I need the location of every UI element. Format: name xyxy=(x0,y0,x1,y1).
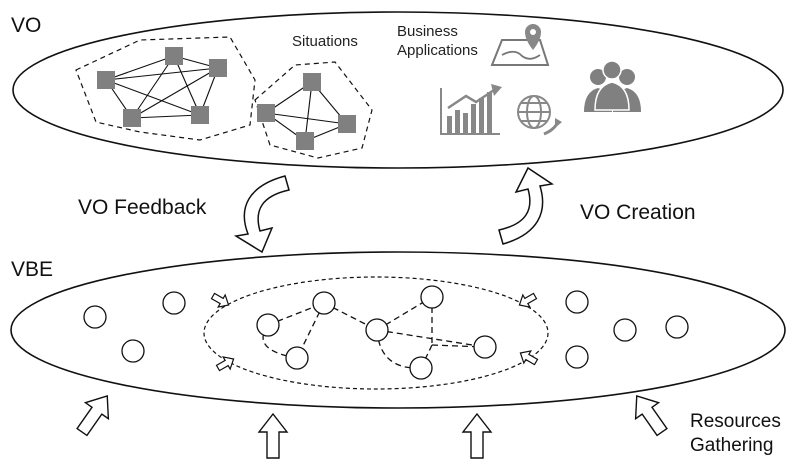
vbe-member-node xyxy=(121,339,145,363)
cluster-2-node xyxy=(338,115,356,133)
vo-member-node xyxy=(473,335,497,359)
inward-arrow xyxy=(210,292,230,308)
resource-arrow xyxy=(634,395,668,437)
resources-gathering-label: Resources Gathering xyxy=(690,410,781,458)
vbe-label: VBE xyxy=(11,258,54,281)
vo-member-node xyxy=(365,318,389,342)
situation-cluster-1 xyxy=(75,36,256,141)
globe-refresh-icon xyxy=(517,95,562,136)
cluster-2-node xyxy=(296,132,314,150)
vo-feedback-label: VO Feedback xyxy=(78,196,207,219)
cluster-1-node xyxy=(165,47,183,65)
cluster-1-node xyxy=(191,106,209,124)
user-group-icon xyxy=(584,60,641,112)
vo-feedback-arrow xyxy=(233,175,290,254)
cluster-1-node xyxy=(123,109,141,127)
map-pin-icon xyxy=(490,24,550,66)
inward-arrow xyxy=(519,350,539,366)
vbe-member-node xyxy=(565,345,589,369)
business-applications-line-1: Business xyxy=(397,23,458,40)
inward-arrow xyxy=(518,292,538,308)
resource-arrow xyxy=(257,412,289,459)
bar-chart-growth-icon xyxy=(440,84,502,135)
cluster-2-node xyxy=(257,104,275,122)
vbe-member-node xyxy=(565,290,589,314)
forming-vo-ellipse xyxy=(203,276,549,390)
vo-creation-label: VO Creation xyxy=(580,201,696,224)
cluster-1-node xyxy=(209,59,227,77)
vo-member-node xyxy=(285,346,309,370)
vbe-ellipse xyxy=(10,251,786,409)
vbe-member-node xyxy=(613,318,637,342)
vbe-member-node xyxy=(83,305,107,329)
situation-cluster-2 xyxy=(254,61,373,159)
vo-label: VO xyxy=(11,14,42,37)
cluster-1-node xyxy=(97,71,115,89)
resources-gathering-line-2: Gathering xyxy=(690,435,774,456)
vo-member-node xyxy=(312,291,336,315)
vo-member-node xyxy=(409,356,433,380)
business-applications-label: Business Applications xyxy=(397,22,478,60)
cluster-2-boundary xyxy=(254,61,373,159)
resources-gathering-line-1: Resources xyxy=(690,411,781,432)
inward-arrow xyxy=(215,356,235,372)
vo-ellipse xyxy=(12,11,784,169)
vbe-member-node xyxy=(665,315,689,339)
vo-member-node xyxy=(420,285,444,309)
resource-arrow xyxy=(461,412,493,459)
vo-member-node xyxy=(256,313,280,337)
vo-creation-arrow xyxy=(498,166,554,245)
business-applications-line-2: Applications xyxy=(397,42,478,59)
cluster-2-node xyxy=(303,73,321,91)
resource-arrow xyxy=(76,395,110,437)
situations-label: Situations xyxy=(292,33,358,50)
vbe-member-node xyxy=(162,291,186,315)
cluster-1-boundary xyxy=(75,36,256,141)
